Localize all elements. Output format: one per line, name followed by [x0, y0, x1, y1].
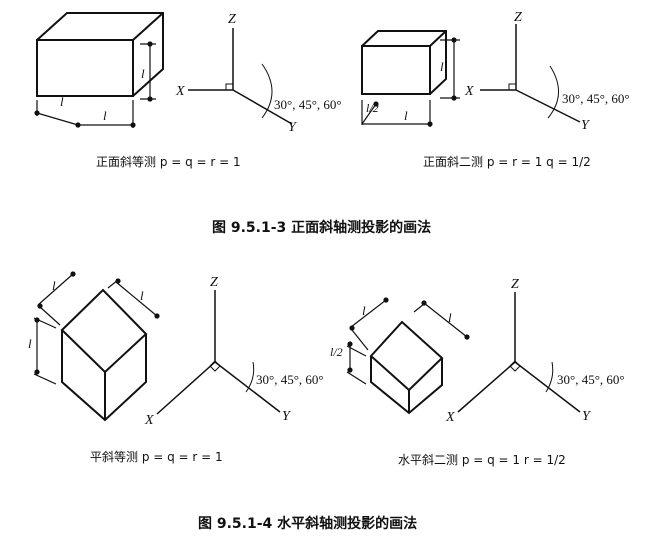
axis-z-label: Z	[514, 10, 522, 25]
angle-label: 30°, 45°, 60°	[557, 372, 625, 387]
dimension-lines	[33, 271, 160, 385]
panel-front-oblique-dimetric	[361, 30, 460, 127]
axis-z-label: Z	[210, 275, 218, 290]
axis-x-label: X	[144, 413, 154, 428]
dim-label-width: l	[140, 288, 144, 303]
dim-label-depth: l	[52, 278, 56, 293]
panel-label-horizontal-oblique-iso: 平斜等测 p = q = r = 1	[90, 450, 223, 464]
axis-x-label: X	[445, 410, 455, 425]
panel-label-front-oblique-iso: 正面斜等测 p = q = r = 1	[96, 155, 241, 169]
axis-z-label: Z	[511, 277, 519, 292]
cube-horizontal-oblique-iso	[60, 288, 148, 422]
dim-label-height: l	[440, 59, 444, 74]
dimension-lines	[361, 37, 460, 127]
dim-label-height: l/2	[330, 345, 343, 359]
cube-front-oblique-iso	[36, 12, 164, 97]
dim-label-width: l	[404, 108, 408, 123]
dim-label-width: l	[103, 108, 107, 123]
figure-caption-9-5-1-4: 图 9.5.1-4 水平斜轴测投影的画法	[198, 515, 417, 532]
dimension-lines	[34, 41, 156, 128]
dim-label-height: l	[141, 66, 145, 81]
dim-label-width: l	[448, 310, 452, 325]
axis-y-label: Y	[582, 409, 592, 424]
dimension-lines	[346, 297, 470, 385]
figure-caption-9-5-1-3: 图 9.5.1-3 正面斜轴测投影的画法	[212, 219, 431, 236]
axis-y-label: Y	[581, 118, 591, 133]
axis-z-label: Z	[228, 12, 236, 27]
axis-x-label: X	[464, 84, 474, 99]
panel-front-oblique-iso	[34, 12, 164, 128]
panel-horizontal-oblique-dimetric	[346, 297, 470, 415]
panel-label-front-oblique-dimetric: 正面斜二测 p = r = 1 q = 1/2	[423, 155, 591, 169]
dim-label-depth: l	[60, 94, 64, 109]
axes-horizontal-oblique-iso	[156, 290, 281, 415]
angle-label: 30°, 45°, 60°	[274, 97, 342, 112]
cube-horizontal-oblique-dimetric	[369, 320, 444, 415]
axis-x-label: X	[175, 84, 185, 99]
axis-y-label: Y	[288, 120, 298, 135]
dim-label-height: l	[28, 336, 32, 351]
dim-label-depth: l/2	[366, 101, 379, 115]
panel-label-horizontal-oblique-dimetric: 水平斜二测 p = q = 1 r = 1/2	[398, 453, 566, 467]
axes-horizontal-oblique-dimetric	[457, 292, 581, 413]
cube-front-oblique-dimetric	[361, 30, 447, 95]
dim-label-depth: l	[362, 303, 366, 318]
axes-front-oblique-iso	[188, 28, 293, 125]
axis-y-label: Y	[282, 409, 292, 424]
panel-horizontal-oblique-iso	[33, 271, 160, 422]
axes-front-oblique-dimetric	[480, 24, 581, 123]
angle-label: 30°, 45°, 60°	[256, 372, 324, 387]
angle-label: 30°, 45°, 60°	[562, 91, 630, 106]
